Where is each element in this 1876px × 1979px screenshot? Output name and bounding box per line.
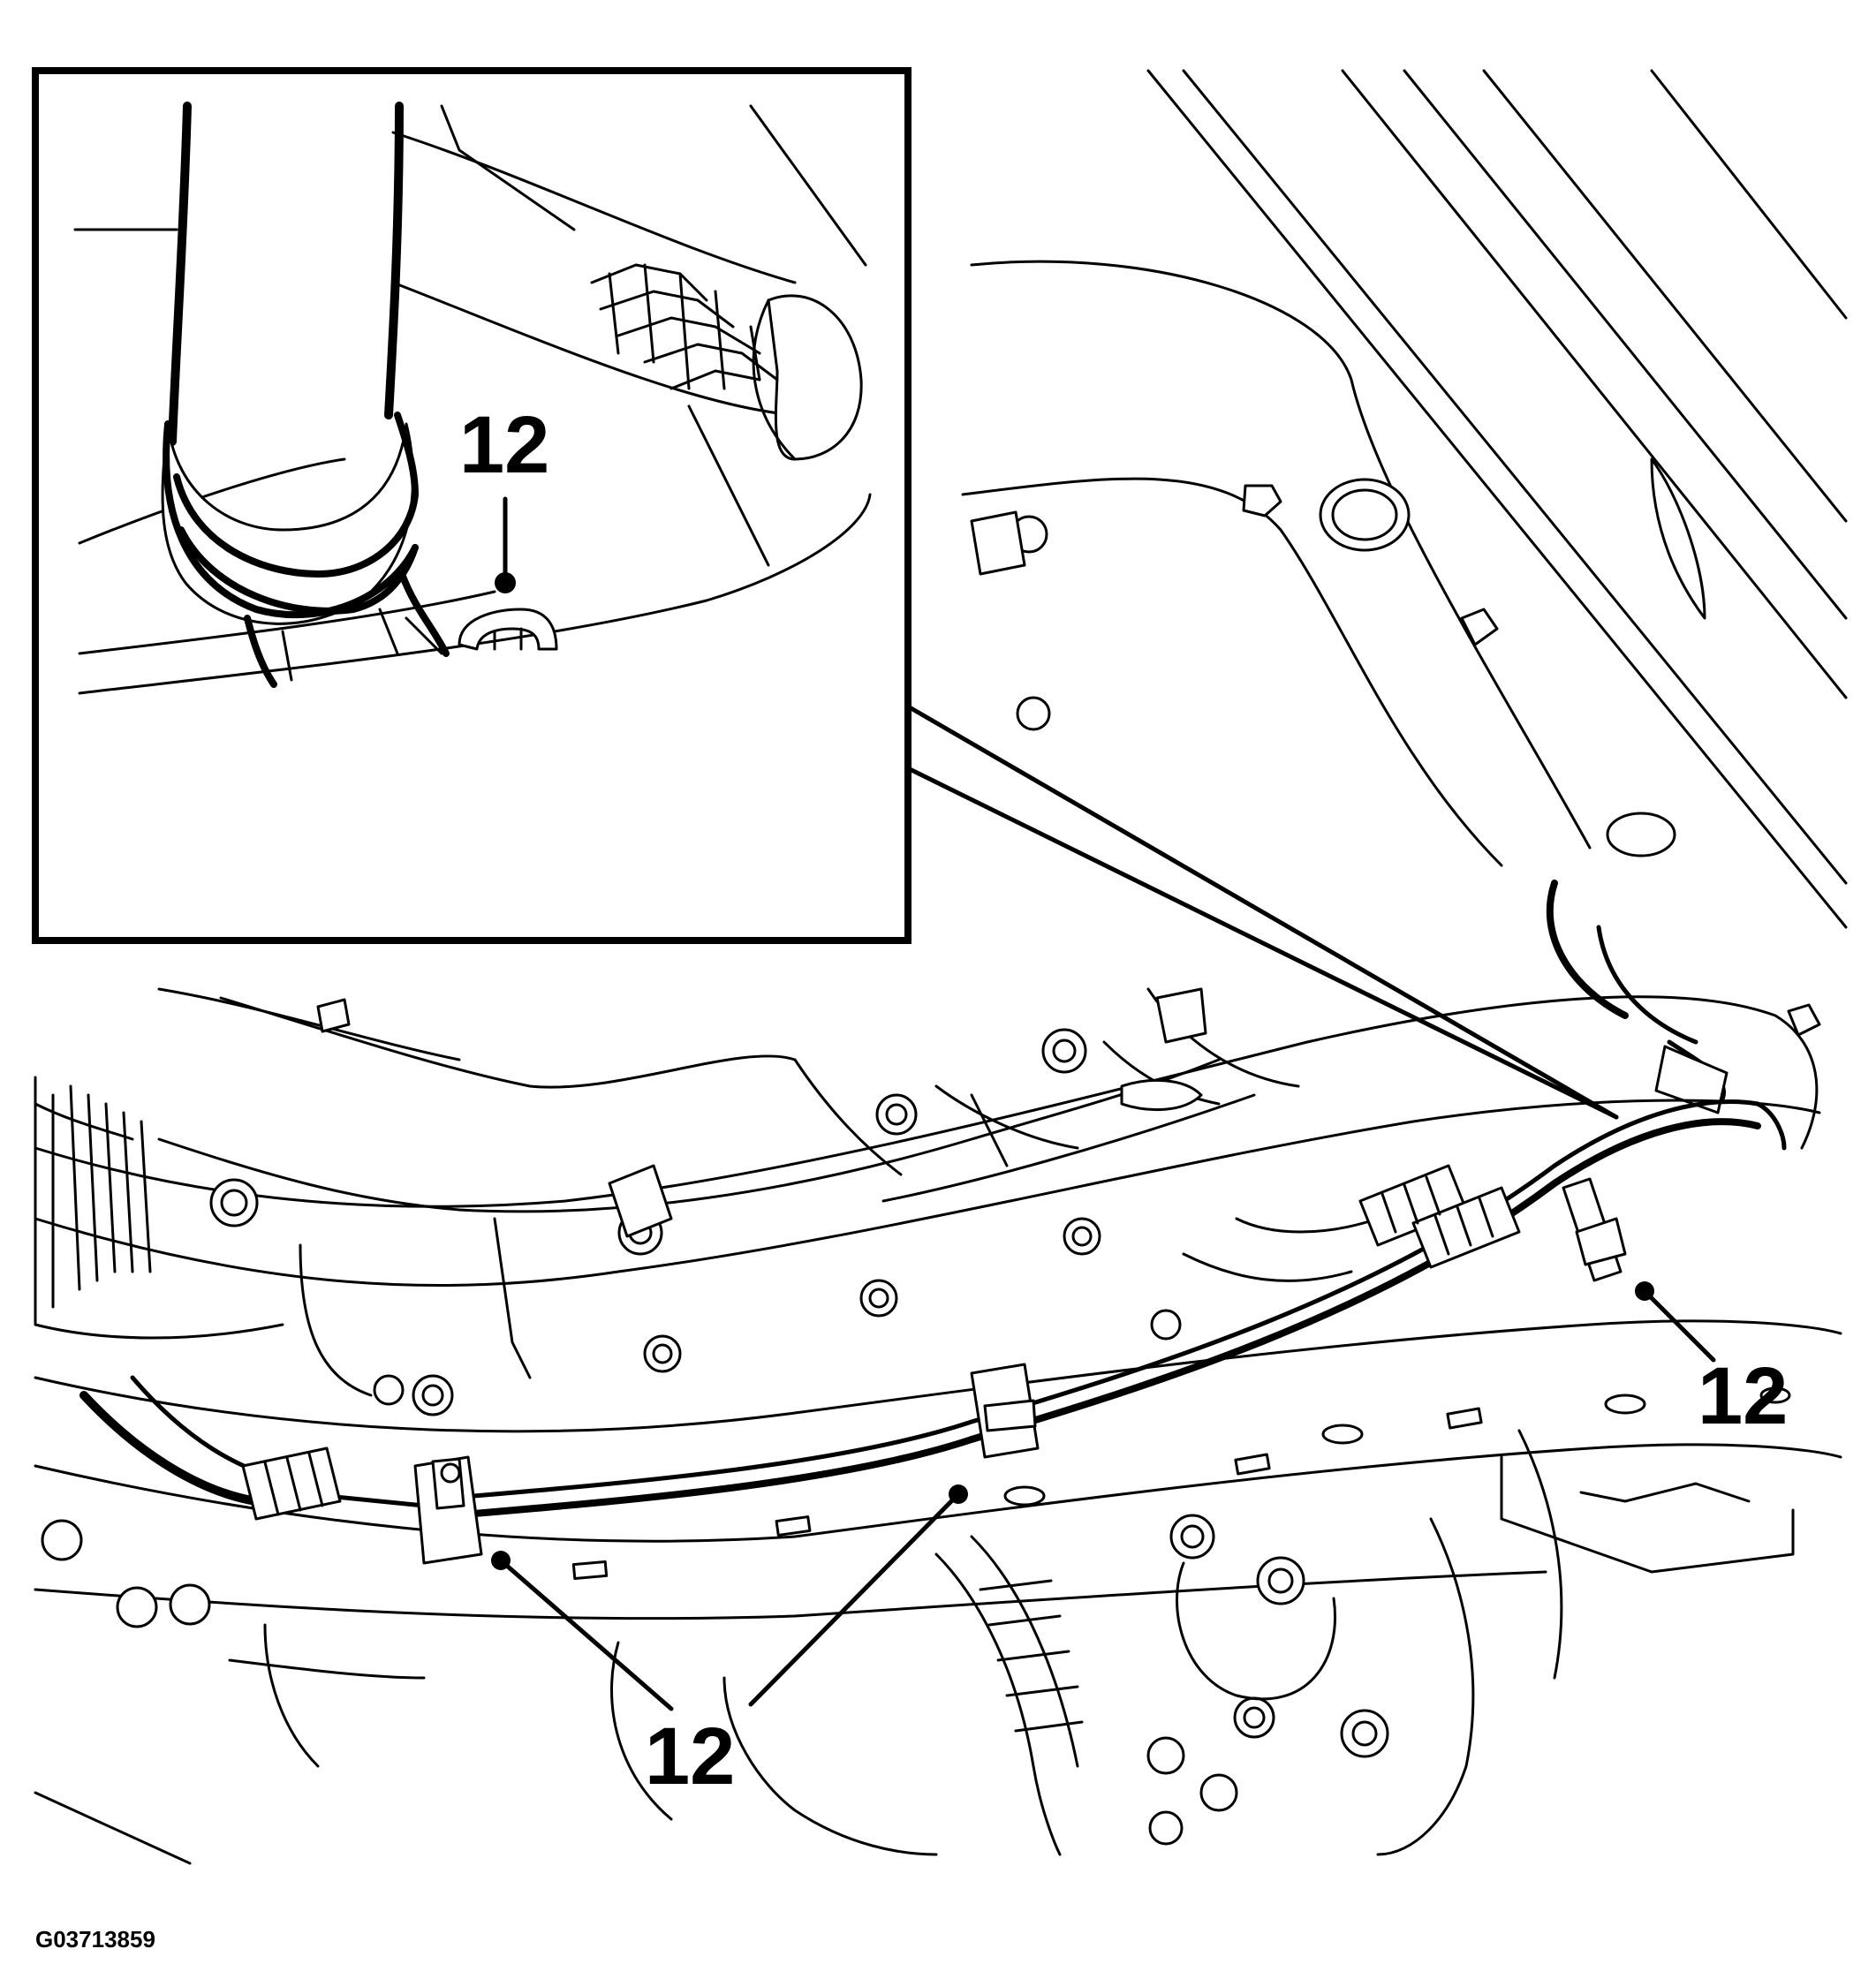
inset-leader-dot <box>495 572 516 593</box>
exhaust-pipe-outer <box>1546 880 1629 1019</box>
main-view <box>34 69 1848 1865</box>
brake-line-run <box>79 1099 1787 1518</box>
mounts <box>316 510 1207 1238</box>
inset-hose-left <box>168 102 192 446</box>
inset-clip <box>458 608 558 651</box>
body-panel-inner <box>961 477 1503 867</box>
lower-components <box>34 1429 1795 1865</box>
inset-hose-right <box>384 102 404 419</box>
clip-left <box>413 1455 483 1565</box>
subframe <box>34 987 1842 1620</box>
body-panel-edge <box>970 260 1592 850</box>
callout-bottom-label: 12 <box>645 1711 735 1801</box>
exhaust-pipe-inner <box>1596 925 1698 1045</box>
hose-coupling-left <box>241 1446 342 1521</box>
body-holes <box>1242 457 1821 1037</box>
fasteners <box>41 515 1389 1846</box>
figure-code: G03713859 <box>35 1926 155 1953</box>
zoom-wedge <box>905 704 1619 1120</box>
hose-grommets <box>1358 1164 1521 1269</box>
callout-inset-label: 12 <box>459 400 549 490</box>
clip-right <box>1562 1177 1627 1282</box>
inset-contents <box>73 102 872 695</box>
detail-inset <box>32 67 912 944</box>
callout-leaders <box>491 1281 1716 1711</box>
floor-panel-hatching <box>1146 69 1848 929</box>
clip-center <box>970 1363 1040 1459</box>
inset-mesh <box>590 263 779 390</box>
crossmember-slots <box>571 1386 1791 1581</box>
callout-right-label: 12 <box>1698 1351 1788 1441</box>
engine-block <box>34 987 1380 1397</box>
hose-coupling-right <box>1654 1045 1728 1114</box>
